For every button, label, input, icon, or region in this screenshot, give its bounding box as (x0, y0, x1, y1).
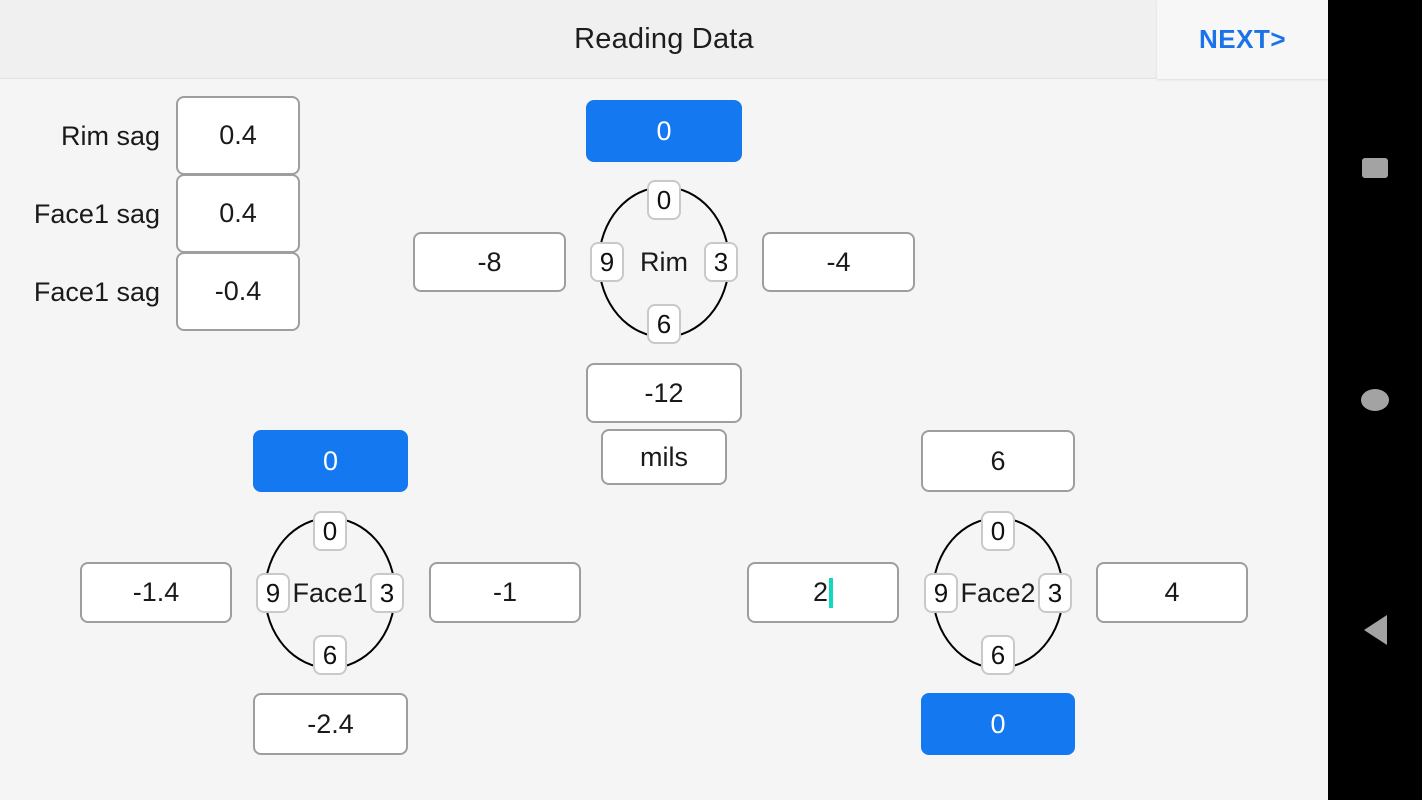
rim-bottom-input[interactable]: -12 (586, 363, 742, 423)
dial-tick-0[interactable]: 0 (313, 511, 347, 551)
dial-tick-3[interactable]: 3 (1038, 573, 1072, 613)
face1-left-input[interactable]: -1.4 (80, 562, 232, 623)
face2-dial[interactable]: Face2 0 3 6 9 (924, 511, 1072, 675)
dial-tick-9[interactable]: 9 (924, 573, 958, 613)
face1-right-input[interactable]: -1 (429, 562, 581, 623)
rim-right-input[interactable]: -4 (762, 232, 915, 292)
sag-value-face1-b[interactable]: -0.4 (176, 252, 300, 331)
face1-bottom-input[interactable]: -2.4 (253, 693, 408, 755)
rim-dial[interactable]: Rim 0 3 6 9 (590, 180, 738, 344)
face1-dial-label: Face1 (292, 577, 368, 608)
dial-tick-0[interactable]: 0 (981, 511, 1015, 551)
face1-dial[interactable]: Face1 0 3 6 9 (256, 511, 404, 675)
page-title: Reading Data (574, 23, 754, 55)
face1-top-input[interactable]: 0 (253, 430, 408, 492)
units-box[interactable]: mils (601, 429, 727, 485)
rim-left-input[interactable]: -8 (413, 232, 566, 292)
face2-bottom-input[interactable]: 0 (921, 693, 1075, 755)
recents-square-icon[interactable] (1340, 133, 1410, 203)
dial-tick-3[interactable]: 3 (704, 242, 738, 282)
dial-tick-6[interactable]: 6 (313, 635, 347, 675)
sag-label-rim: Rim sag (60, 121, 160, 151)
face2-left-input[interactable]: 2 (747, 562, 899, 623)
dial-tick-3[interactable]: 3 (370, 573, 404, 613)
next-button[interactable]: NEXT> (1157, 0, 1328, 79)
face2-left-value: 2 (812, 577, 829, 607)
dial-tick-6[interactable]: 6 (981, 635, 1015, 675)
dial-tick-0[interactable]: 0 (647, 180, 681, 220)
text-caret (829, 577, 834, 608)
face2-right-input[interactable]: 4 (1096, 562, 1248, 623)
back-triangle-icon[interactable] (1340, 595, 1410, 665)
app-header: Reading Data NEXT> (0, 0, 1328, 79)
circle-glyph (1361, 389, 1389, 411)
triangle-glyph (1363, 615, 1387, 645)
sag-value-rim[interactable]: 0.4 (176, 96, 300, 175)
rim-top-input[interactable]: 0 (586, 100, 742, 162)
square-glyph (1362, 158, 1388, 178)
rim-dial-label: Rim (640, 246, 688, 277)
sag-label-face1-a: Face1 sag (33, 199, 160, 229)
dial-tick-9[interactable]: 9 (256, 573, 290, 613)
home-circle-icon[interactable] (1340, 365, 1410, 435)
dial-tick-6[interactable]: 6 (647, 304, 681, 344)
app-content: Reading Data NEXT> Rim sag 0.4 Face1 sag… (0, 0, 1328, 755)
dial-tick-9[interactable]: 9 (590, 242, 624, 282)
sag-value-face1-a[interactable]: 0.4 (176, 174, 300, 253)
next-button-label: NEXT> (1198, 24, 1287, 54)
face2-top-input[interactable]: 6 (921, 430, 1075, 492)
face2-dial-label: Face2 (960, 577, 1036, 608)
android-navigation-bar (1328, 0, 1422, 800)
sag-label-face1-b: Face1 sag (33, 277, 160, 307)
